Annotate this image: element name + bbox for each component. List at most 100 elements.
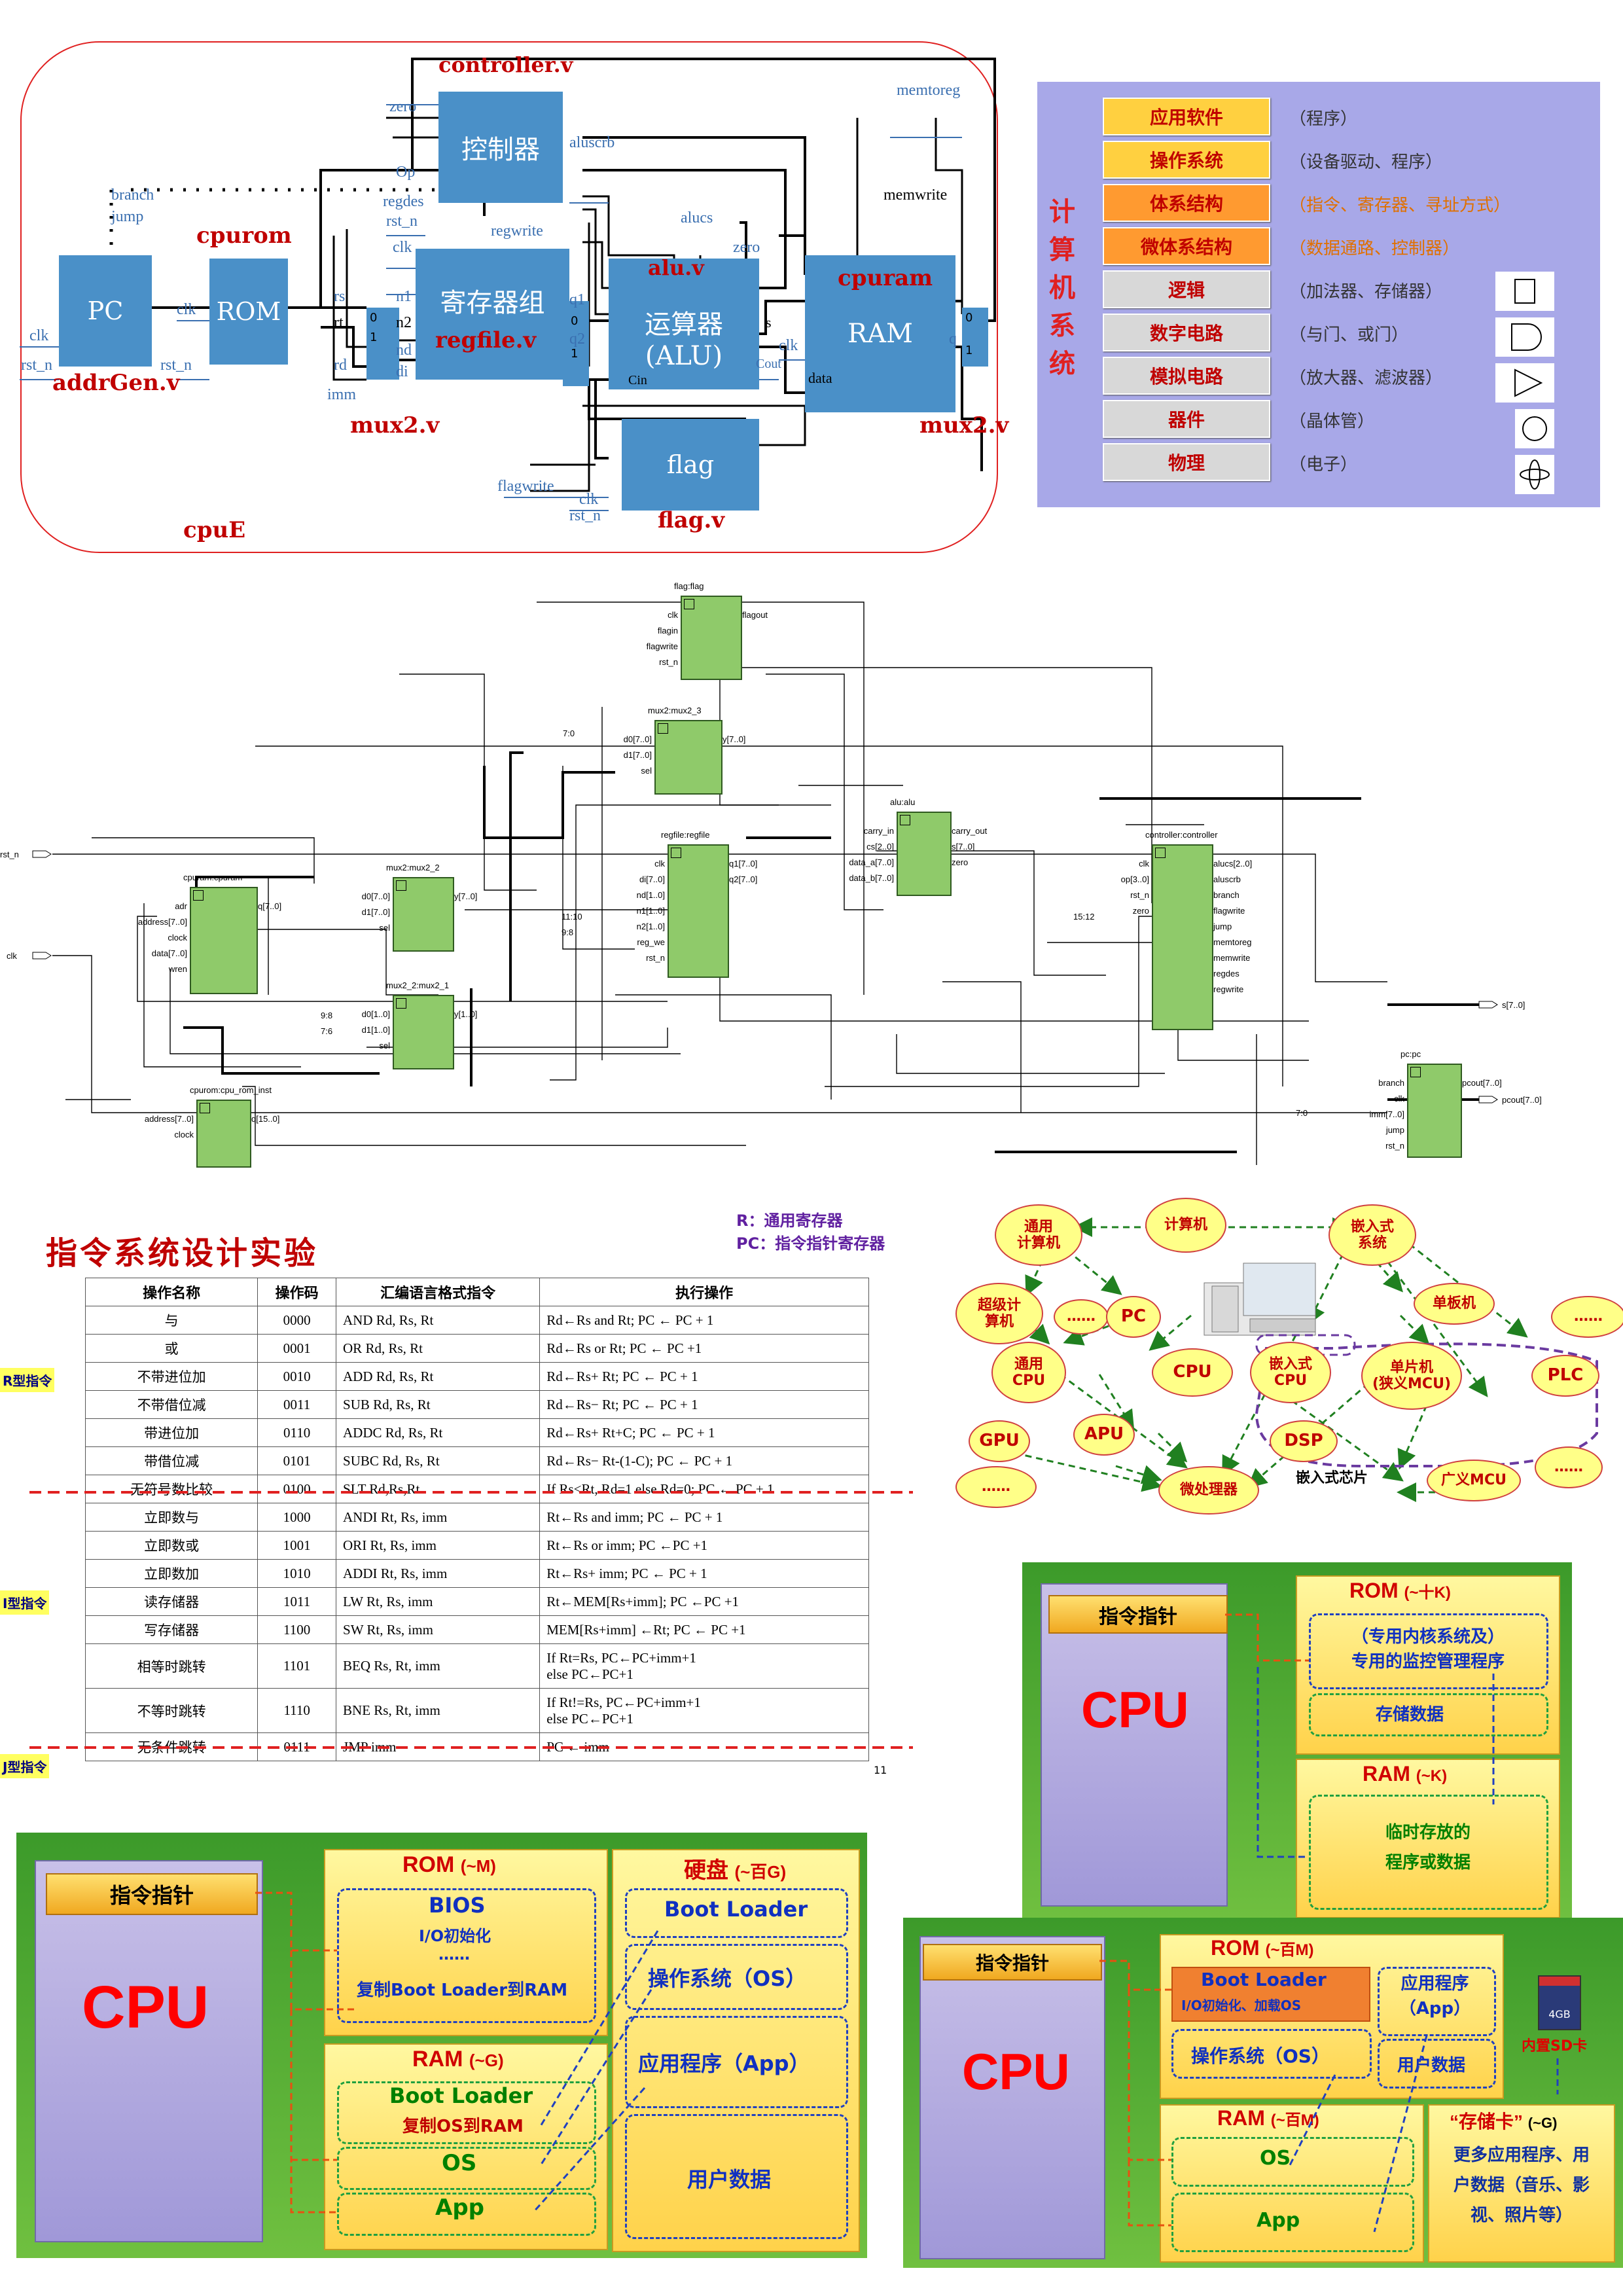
isa-cell: 读存储器 <box>84 1587 259 1616</box>
block-expand-icon <box>684 599 694 609</box>
disk-size: (~百G) <box>734 1862 787 1882</box>
ram-os-box <box>1171 2137 1414 2187</box>
rom-bootloader-desc: I/O初始化、加载OS <box>1181 1998 1302 2013</box>
cloud-dsp: DSP <box>1270 1420 1338 1462</box>
block-mux2 <box>393 877 454 952</box>
ram-app-box <box>1171 2193 1414 2252</box>
port-in: rst_n <box>1130 890 1149 900</box>
port-in: address[7..0] <box>137 917 187 927</box>
layer-name: 物理 <box>1103 443 1270 481</box>
port-in: nd[1..0] <box>636 890 665 900</box>
layer-desc: （加法器、存储器） <box>1289 282 1443 302</box>
isa-cell: 0100 <box>257 1475 337 1503</box>
disk-bootloader-box <box>625 1888 848 1938</box>
isa-cell: ANDI Rt, Rs, imm <box>336 1503 541 1532</box>
port-in: d0[7..0] <box>361 891 390 901</box>
isa-cell: 1100 <box>257 1615 337 1644</box>
isa-cell-line-1: If Rt!=Rs, PC←PC+imm+1 <box>546 1694 701 1710</box>
flag-module-title: flag.v <box>658 507 725 533</box>
block-alu <box>897 812 952 896</box>
bus-7-0: 7:0 <box>563 728 575 738</box>
layer-desc: （电子） <box>1289 455 1358 475</box>
block-title-mux2: mux2:mux2_2 <box>386 863 440 872</box>
vertical-title-char: 机 <box>1049 272 1075 303</box>
sig-q2: q2 <box>569 331 585 348</box>
ram-size: (~百M) <box>1270 2111 1319 2129</box>
port-out: y[7..0] <box>722 734 746 744</box>
isa-cell: Rd←Rs+ Rt+C; PC ← PC + 1 <box>539 1418 869 1447</box>
block-expand-icon <box>396 880 406 891</box>
port-in: clock <box>174 1130 194 1139</box>
block-rom <box>196 1100 251 1168</box>
sig-rd: rd <box>334 357 347 374</box>
ram-title: RAM (~G) <box>412 2047 504 2072</box>
sig-imm: imm <box>327 386 357 403</box>
rom-os-box <box>1171 2029 1372 2079</box>
sig-nd: nd <box>396 342 412 359</box>
isa-header-cell: 操作码 <box>257 1278 337 1306</box>
ram-box-text: 临时存放的 程序或数据 <box>1385 1823 1471 1873</box>
rom-title: ROM (~M) <box>402 1852 496 1878</box>
ram-size: (~K) <box>1416 1767 1448 1785</box>
ram-os-box <box>337 2147 596 2190</box>
block-expand-icon <box>200 1103 210 1113</box>
rom-data-text: 存储数据 <box>1376 1705 1444 1725</box>
bus-9-8-b: 9:8 <box>321 1011 333 1020</box>
cpu-column <box>1041 1583 1228 1907</box>
isa-cell: Rt←Rs and imm; PC ← PC + 1 <box>539 1503 869 1532</box>
port-in: rst_n <box>646 953 665 963</box>
isa-cell: AND Rd, Rs, Rt <box>336 1306 541 1335</box>
sig-zero-alu: zero <box>733 239 760 256</box>
sig-memwrite: memwrite <box>883 187 948 204</box>
port-out: q[7..0] <box>258 901 282 911</box>
sig-n1: n1 <box>396 288 412 305</box>
isa-panel: 指令系统设计实验 R：通用寄存器 PC：指令指针寄存器 操作名称操作码汇编语言格… <box>0 1185 916 1787</box>
controller-module-title: controller.v <box>438 52 573 77</box>
ram-os: OS <box>442 2150 477 2176</box>
isa-header-cell: 执行操作 <box>539 1278 869 1306</box>
block-title-pc: pc:pc <box>1400 1049 1421 1059</box>
port-in: data_b[7..0] <box>849 873 894 883</box>
port-in: jump <box>1385 1125 1404 1135</box>
layer-desc: （设备驱动、程序） <box>1289 152 1443 172</box>
layer-icons <box>1495 272 1554 494</box>
alu-label-2: (ALU) <box>645 341 723 371</box>
rom-userdata-box <box>1378 2039 1496 2089</box>
isa-cell: LW Rt, Rs, imm <box>336 1587 541 1616</box>
disk-section <box>612 1849 860 2252</box>
ram-size: (~G) <box>469 2051 504 2070</box>
controller-box: 控制器 <box>438 92 563 203</box>
isa-cell: 0000 <box>257 1306 337 1335</box>
rom-title-text: ROM <box>1349 1579 1399 1602</box>
port-in: clock <box>168 933 187 942</box>
ram-section <box>1296 1759 1560 1918</box>
layer-name: 体系结构 <box>1103 184 1270 222</box>
isa-cell-line-1: If Rt=Rs, PC←PC+imm+1 <box>546 1649 696 1666</box>
ram-app: App <box>435 2195 484 2221</box>
cpue-title: cpuE <box>183 517 246 543</box>
block-expand-icon <box>1410 1067 1421 1077</box>
isa-cell: 0101 <box>257 1446 337 1475</box>
isa-cell: 无符号数比较 <box>84 1475 259 1503</box>
sig-clk-flag: clk <box>579 491 599 508</box>
cloud-dots2: …… <box>1551 1296 1623 1338</box>
sig-clk-a: clk <box>393 239 412 256</box>
isa-cell: 或 <box>84 1334 259 1363</box>
isa-separators <box>29 1491 913 1749</box>
port-in: di[7..0] <box>639 874 665 884</box>
rom-box-monitor <box>1309 1613 1548 1689</box>
memory-diagram-small: 指令指针 CPU ROM (~十K) （专用内核系统及） 专用的监控管理程序 存… <box>1022 1562 1572 1922</box>
schematic-wires <box>32 601 1498 1165</box>
port-in: wren <box>168 964 187 974</box>
port-out: flagwrite <box>1213 906 1245 916</box>
cloud-cpu: CPU <box>1152 1348 1233 1397</box>
cloud-gpu: GPU <box>969 1420 1030 1462</box>
port-in: clk <box>1394 1094 1404 1103</box>
layer-row: 微体系结构（数据通路、控制器） <box>1103 224 1587 268</box>
ram-title-text: RAM <box>412 2047 463 2072</box>
